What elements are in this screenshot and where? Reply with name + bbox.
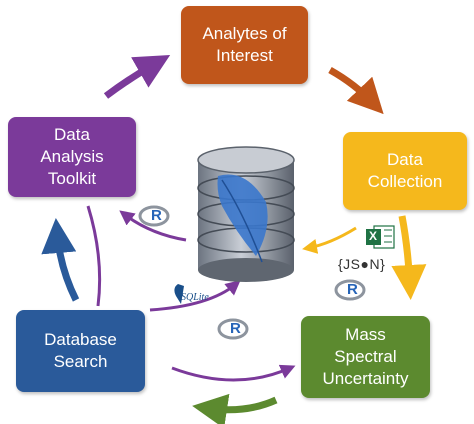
arrow-collection-to-db (302, 226, 357, 254)
feather-icon (217, 174, 268, 263)
node-data-collection: Data Collection (343, 132, 467, 210)
sqlite-label: SQLite (181, 292, 209, 303)
json-label: {JS●N} (338, 256, 386, 272)
r-icon (138, 205, 170, 227)
r-icon (334, 279, 366, 301)
arrow-mass-to-search (192, 393, 278, 424)
node-label: Data Collection (367, 150, 443, 191)
node-label: Mass Spectral Uncertainty (322, 325, 409, 388)
excel-icon (366, 225, 395, 249)
node-analytes-of-interest: Analytes of Interest (181, 6, 308, 84)
database-icon (197, 146, 295, 282)
arrow-search-to-toolkit (41, 218, 80, 302)
arrow-db-to-toolkit (119, 210, 187, 242)
r-icon (217, 318, 249, 340)
node-label: Data Analysis Toolkit (40, 125, 104, 188)
r-letter: R (347, 281, 358, 298)
arrow-collection-to-mass (391, 215, 427, 300)
node-label: Analytes of Interest (202, 24, 287, 65)
node-database-search: Database Search (16, 310, 145, 392)
sqlite-icon (174, 284, 184, 304)
arrow-toolkit-to-search-curve (86, 205, 102, 307)
arrow-analytes-to-collection (328, 66, 384, 115)
r-letter: R (151, 207, 162, 224)
node-data-analysis-toolkit: Data Analysis Toolkit (8, 117, 136, 197)
arrow-search-to-db (149, 280, 241, 312)
r-letter: R (230, 320, 241, 337)
excel-letter: X (369, 229, 378, 243)
node-label: Database Search (44, 330, 117, 371)
arrow-search-to-mass (171, 364, 296, 382)
node-mass-spectral-uncertainty: Mass Spectral Uncertainty (301, 316, 430, 398)
arrow-toolkit-to-analytes (103, 55, 171, 99)
